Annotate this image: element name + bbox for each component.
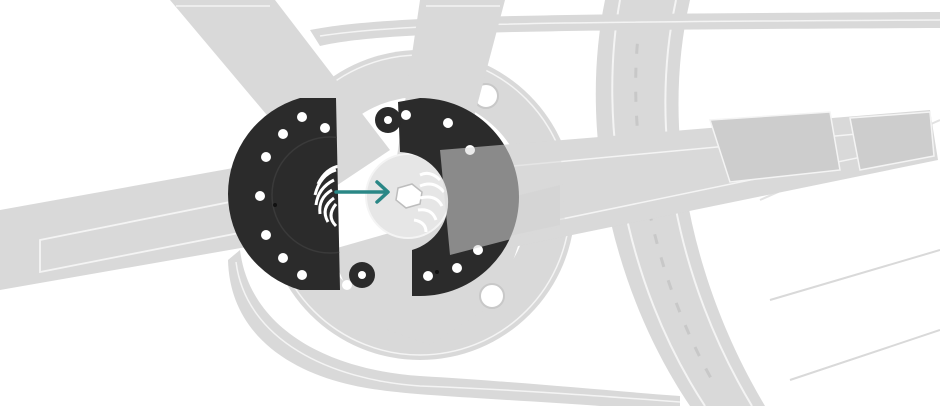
magnet	[261, 152, 271, 162]
magnet	[443, 118, 453, 128]
magnet	[261, 230, 271, 240]
chain-lower	[228, 250, 681, 406]
magnet	[278, 129, 288, 139]
magnet	[423, 271, 433, 281]
spindle-hex	[395, 183, 423, 209]
magnet	[401, 110, 411, 120]
sensor-disc-left-half	[228, 98, 375, 290]
magnet	[297, 112, 307, 122]
crank-overlay	[440, 140, 565, 255]
arrow-right-icon	[334, 180, 390, 204]
magnet	[452, 263, 462, 273]
magnet	[278, 253, 288, 263]
magnet	[320, 123, 330, 133]
magnet	[297, 270, 307, 280]
magnet	[255, 191, 265, 201]
sensor-fan-right	[413, 171, 446, 233]
magnet	[342, 280, 352, 290]
